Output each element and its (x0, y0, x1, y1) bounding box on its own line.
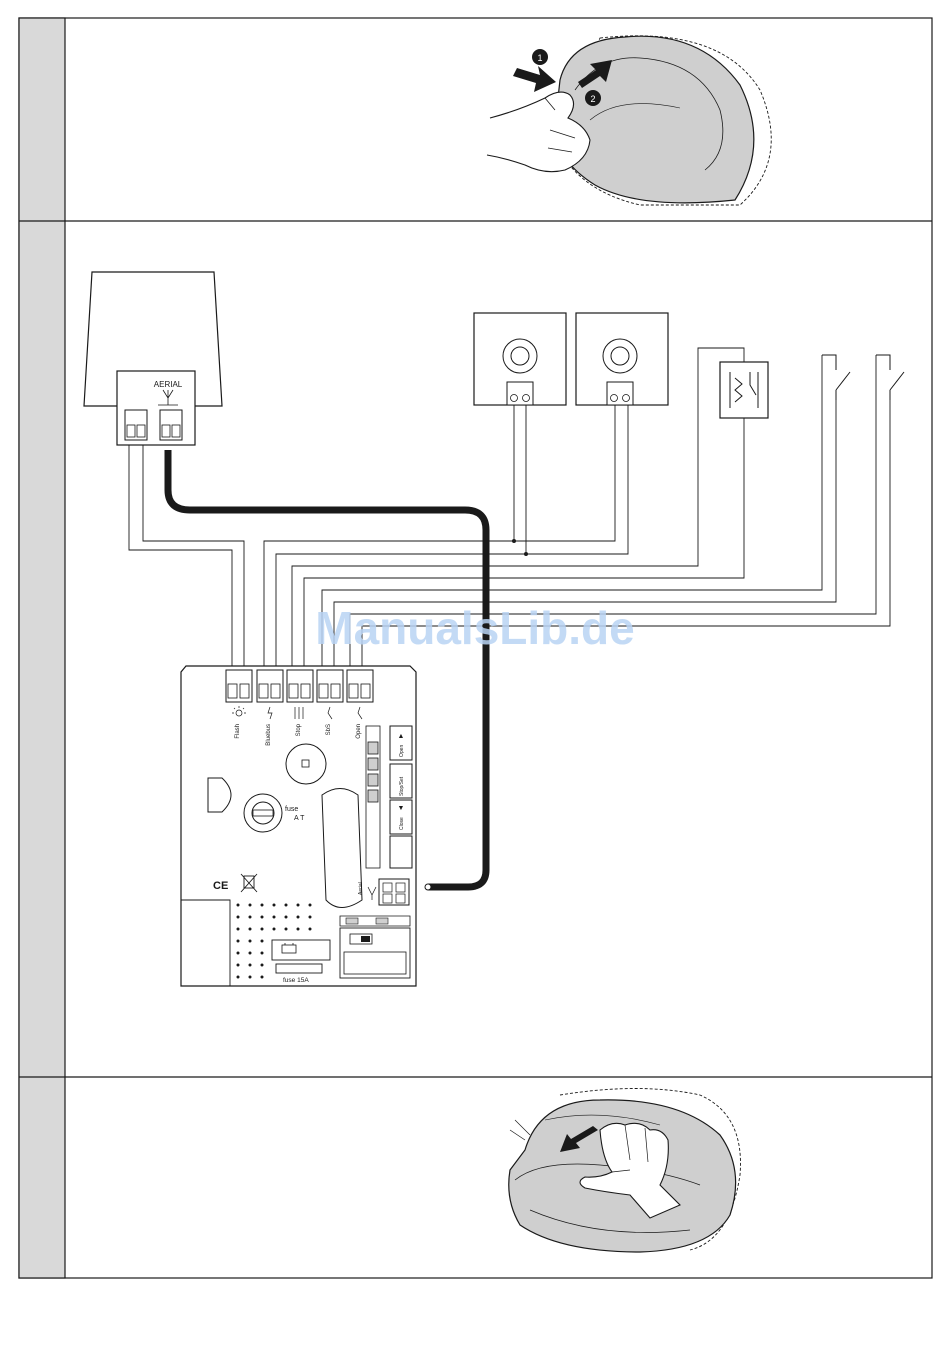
photocell-1 (474, 313, 566, 405)
aerial-terminal-label: AERIAL (154, 380, 183, 389)
open-button-label: Open (399, 745, 405, 757)
open-button-symbol: ▲ (398, 733, 405, 740)
stop-set-board-button[interactable]: Stop/Set (390, 764, 412, 798)
step-marker-1-label: 1 (537, 53, 542, 63)
close-button-symbol: ▼ (398, 805, 405, 812)
close-button-label: Close (399, 817, 405, 830)
terminal-open (347, 670, 373, 702)
stop-device (720, 362, 768, 418)
control-unit: Flash Bluebus Stop SbS Open ▲ Open Stop/ (181, 666, 431, 986)
terminal-label-open: Open (356, 724, 362, 739)
push-down-arrow (513, 66, 556, 92)
step-number-column (19, 18, 65, 1278)
watermark: ManualsLib.de (315, 602, 634, 654)
receiver-terminal-right (160, 410, 182, 440)
close-board-button[interactable]: ▼ Close (390, 800, 412, 834)
terminal-label-stop: Stop (296, 723, 302, 736)
capacitor-shape (322, 789, 362, 908)
main-fuse (276, 964, 322, 973)
blank-board-button[interactable] (390, 836, 412, 868)
terminal-bluebus (257, 670, 283, 702)
terminal-label-sbs: SbS (326, 724, 332, 735)
terminal-stop (287, 670, 313, 702)
photocell-2 (576, 313, 668, 405)
battery-connector (272, 940, 330, 960)
stop-set-button-label: Stop/Set (399, 776, 405, 796)
step1-cover-removal: 1 2 (487, 36, 771, 205)
terminal-label-bluebus: Bluebus (266, 724, 272, 746)
open-switch (876, 355, 904, 400)
step3-cover-refit (509, 1089, 741, 1253)
ce-mark: CE (213, 880, 228, 892)
fuse-rating-label: A T (294, 815, 305, 822)
step-marker-2-label: 2 (590, 94, 595, 104)
cover-shell (555, 36, 754, 203)
open-board-button[interactable]: ▲ Open (390, 726, 412, 760)
sbs-switch (822, 355, 850, 400)
receiver-terminal-left (125, 410, 147, 440)
terminal-sbs (317, 670, 343, 702)
terminal-label-flash: Flash (235, 724, 241, 739)
small-fuse (244, 794, 282, 832)
main-fuse-label: fuse 15A (283, 977, 309, 984)
fuse-label: fuse (285, 806, 298, 813)
step2-wiring: AERIAL (84, 272, 904, 986)
terminal-flash (226, 670, 252, 702)
receiver-housing: AERIAL (84, 272, 222, 445)
aerial-board-label: Aerial (358, 882, 364, 895)
